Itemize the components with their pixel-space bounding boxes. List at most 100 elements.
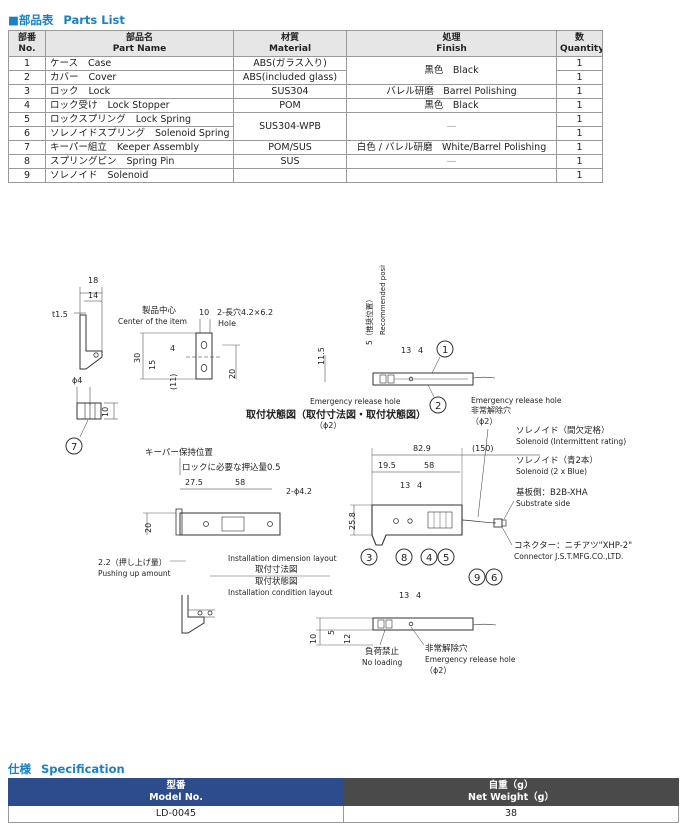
center-label-ja: 製品中心 — [142, 305, 177, 316]
col-weight: 自重（g）Net Weight（g） — [343, 778, 679, 806]
lock-side-view: 13 4 10 5 12 負荷禁止 No loading 非常解除穴 Emerg… — [309, 591, 516, 675]
keeper-side-view: 18 14 t1.5 — [52, 276, 103, 370]
no-loading-label-en: No loading — [362, 658, 402, 667]
dim-13: 13 — [401, 346, 411, 355]
keeper-pin-view: ϕ4 10 7 — [65, 376, 118, 455]
dim-20: 20 — [228, 369, 237, 379]
model-number: LD-0045 — [8, 805, 344, 823]
dim-10b: 10 — [199, 308, 209, 317]
dim-phi42: 2-ϕ4.2 — [286, 487, 312, 496]
dim-13c: 13 — [399, 591, 409, 600]
svg-text:6: 6 — [491, 573, 497, 584]
callout-8 — [395, 548, 413, 566]
dim-12: 12 — [343, 634, 352, 644]
solenoid-blue-ja: ソレノイド（青2本） — [516, 455, 598, 466]
garbled-overlay-text: 取付状態図（取付寸法図・取付状態図） — [246, 408, 426, 421]
solenoid-blue-en: Solenoid (2 x Blue) — [516, 467, 587, 476]
heading-square-icon: ■ — [8, 13, 19, 27]
callout-5 — [437, 548, 455, 566]
emergency-hole-label-en-3: Emergency release hole — [425, 655, 516, 664]
callout-9 — [468, 568, 486, 586]
install-cond-label-en: Installation condition layout — [228, 588, 332, 597]
dim-t15: t1.5 — [52, 310, 68, 319]
connector-label-en: Connector J.S.T.MFG.CO.,LTD. — [514, 552, 623, 561]
center-label-en: Center of the item — [118, 317, 187, 326]
svg-text:7: 7 — [71, 442, 77, 453]
substrate-label-ja: 基板側：B2B-XHA — [516, 487, 588, 498]
dim-4: 4 — [170, 344, 175, 353]
dim-195: 19.5 — [378, 461, 396, 470]
dim-275: 27.5 — [185, 478, 203, 487]
callout-7 — [65, 437, 83, 455]
dim-4d: 4 — [416, 591, 421, 600]
dim-13b: 13 — [400, 481, 410, 490]
svg-text:2: 2 — [435, 401, 441, 412]
connector-label-ja: コネクター：ニチアツ"XHP-2" — [514, 541, 632, 551]
net-weight: 38 — [343, 805, 679, 823]
dim-30: 30 — [133, 353, 142, 363]
callout-4 — [420, 548, 438, 566]
lock-top-view: Recommended position 5（推奨位置） 11.5 13 4 1… — [246, 265, 496, 430]
svg-text:8: 8 — [401, 553, 407, 564]
callout-3 — [360, 548, 378, 566]
emergency-hole-label-ja-3: 非常解除穴 — [425, 643, 468, 654]
recommended-label-ja: 5（推奨位置） — [364, 295, 374, 345]
dim-150: (150) — [472, 444, 494, 453]
recommended-label-en: Recommended position — [379, 265, 387, 335]
dim-22: 2.2（押し上げ量） — [98, 557, 167, 567]
dim-10a: 10 — [101, 407, 110, 417]
no-loading-label-ja: 負荷禁止 — [365, 646, 400, 657]
dim-phi2b: （ϕ2） — [471, 417, 497, 426]
lock-push-label: ロックに必要な押込量0.5 — [182, 462, 281, 473]
dim-4b: 4 — [418, 346, 423, 355]
hole-label: Hole — [218, 319, 236, 328]
dim-5b: 5 — [327, 630, 336, 635]
dim-4c: 4 — [417, 481, 422, 490]
dim-20b: 20 — [144, 523, 153, 533]
dim-58: 58 — [424, 461, 434, 470]
callout-6 — [485, 568, 503, 586]
substrate-label-en: Substrate side — [516, 499, 570, 508]
emergency-hole-label-en-1: Emergency release hole — [310, 397, 401, 406]
dim-18: 18 — [88, 276, 98, 285]
callout-2 — [429, 396, 447, 414]
table-row: LD-0045 38 — [8, 805, 679, 823]
dim-phi4: ϕ4 — [72, 376, 82, 385]
svg-text:3: 3 — [366, 553, 372, 564]
svg-text:9: 9 — [474, 573, 480, 584]
solenoid-rating-ja: ソレノイド（間欠定格） — [516, 425, 610, 436]
dim-115: 11.5 — [317, 347, 326, 365]
callout-1 — [436, 340, 454, 358]
dim-phi2c: （ϕ2） — [425, 666, 451, 675]
technical-drawing: 18 14 t1.5 ϕ4 10 7 製品中心 Center of the it… — [52, 265, 632, 675]
dim-15: 15 — [148, 360, 157, 370]
solenoid-rating-en: Solenoid (Intermittent rating) — [516, 437, 626, 446]
dim-11: (11) — [169, 374, 178, 390]
dim-258: 25.8 — [348, 512, 357, 530]
emergency-hole-label-en-2: Emergency release hole — [471, 396, 562, 405]
dim-58b: 58 — [235, 478, 245, 487]
lock-front-view: Emergency release hole 非常解除穴 （ϕ2） ソレノイド（… — [348, 396, 632, 586]
svg-text:1: 1 — [442, 345, 448, 356]
install-dim-label-ja: 取付寸法図 — [255, 564, 298, 575]
dim-phi2a: （ϕ2） — [315, 421, 341, 430]
svg-text:5: 5 — [443, 553, 449, 564]
dim-14: 14 — [88, 291, 98, 300]
install-dim-label-en: Installation dimension layout — [228, 554, 337, 563]
